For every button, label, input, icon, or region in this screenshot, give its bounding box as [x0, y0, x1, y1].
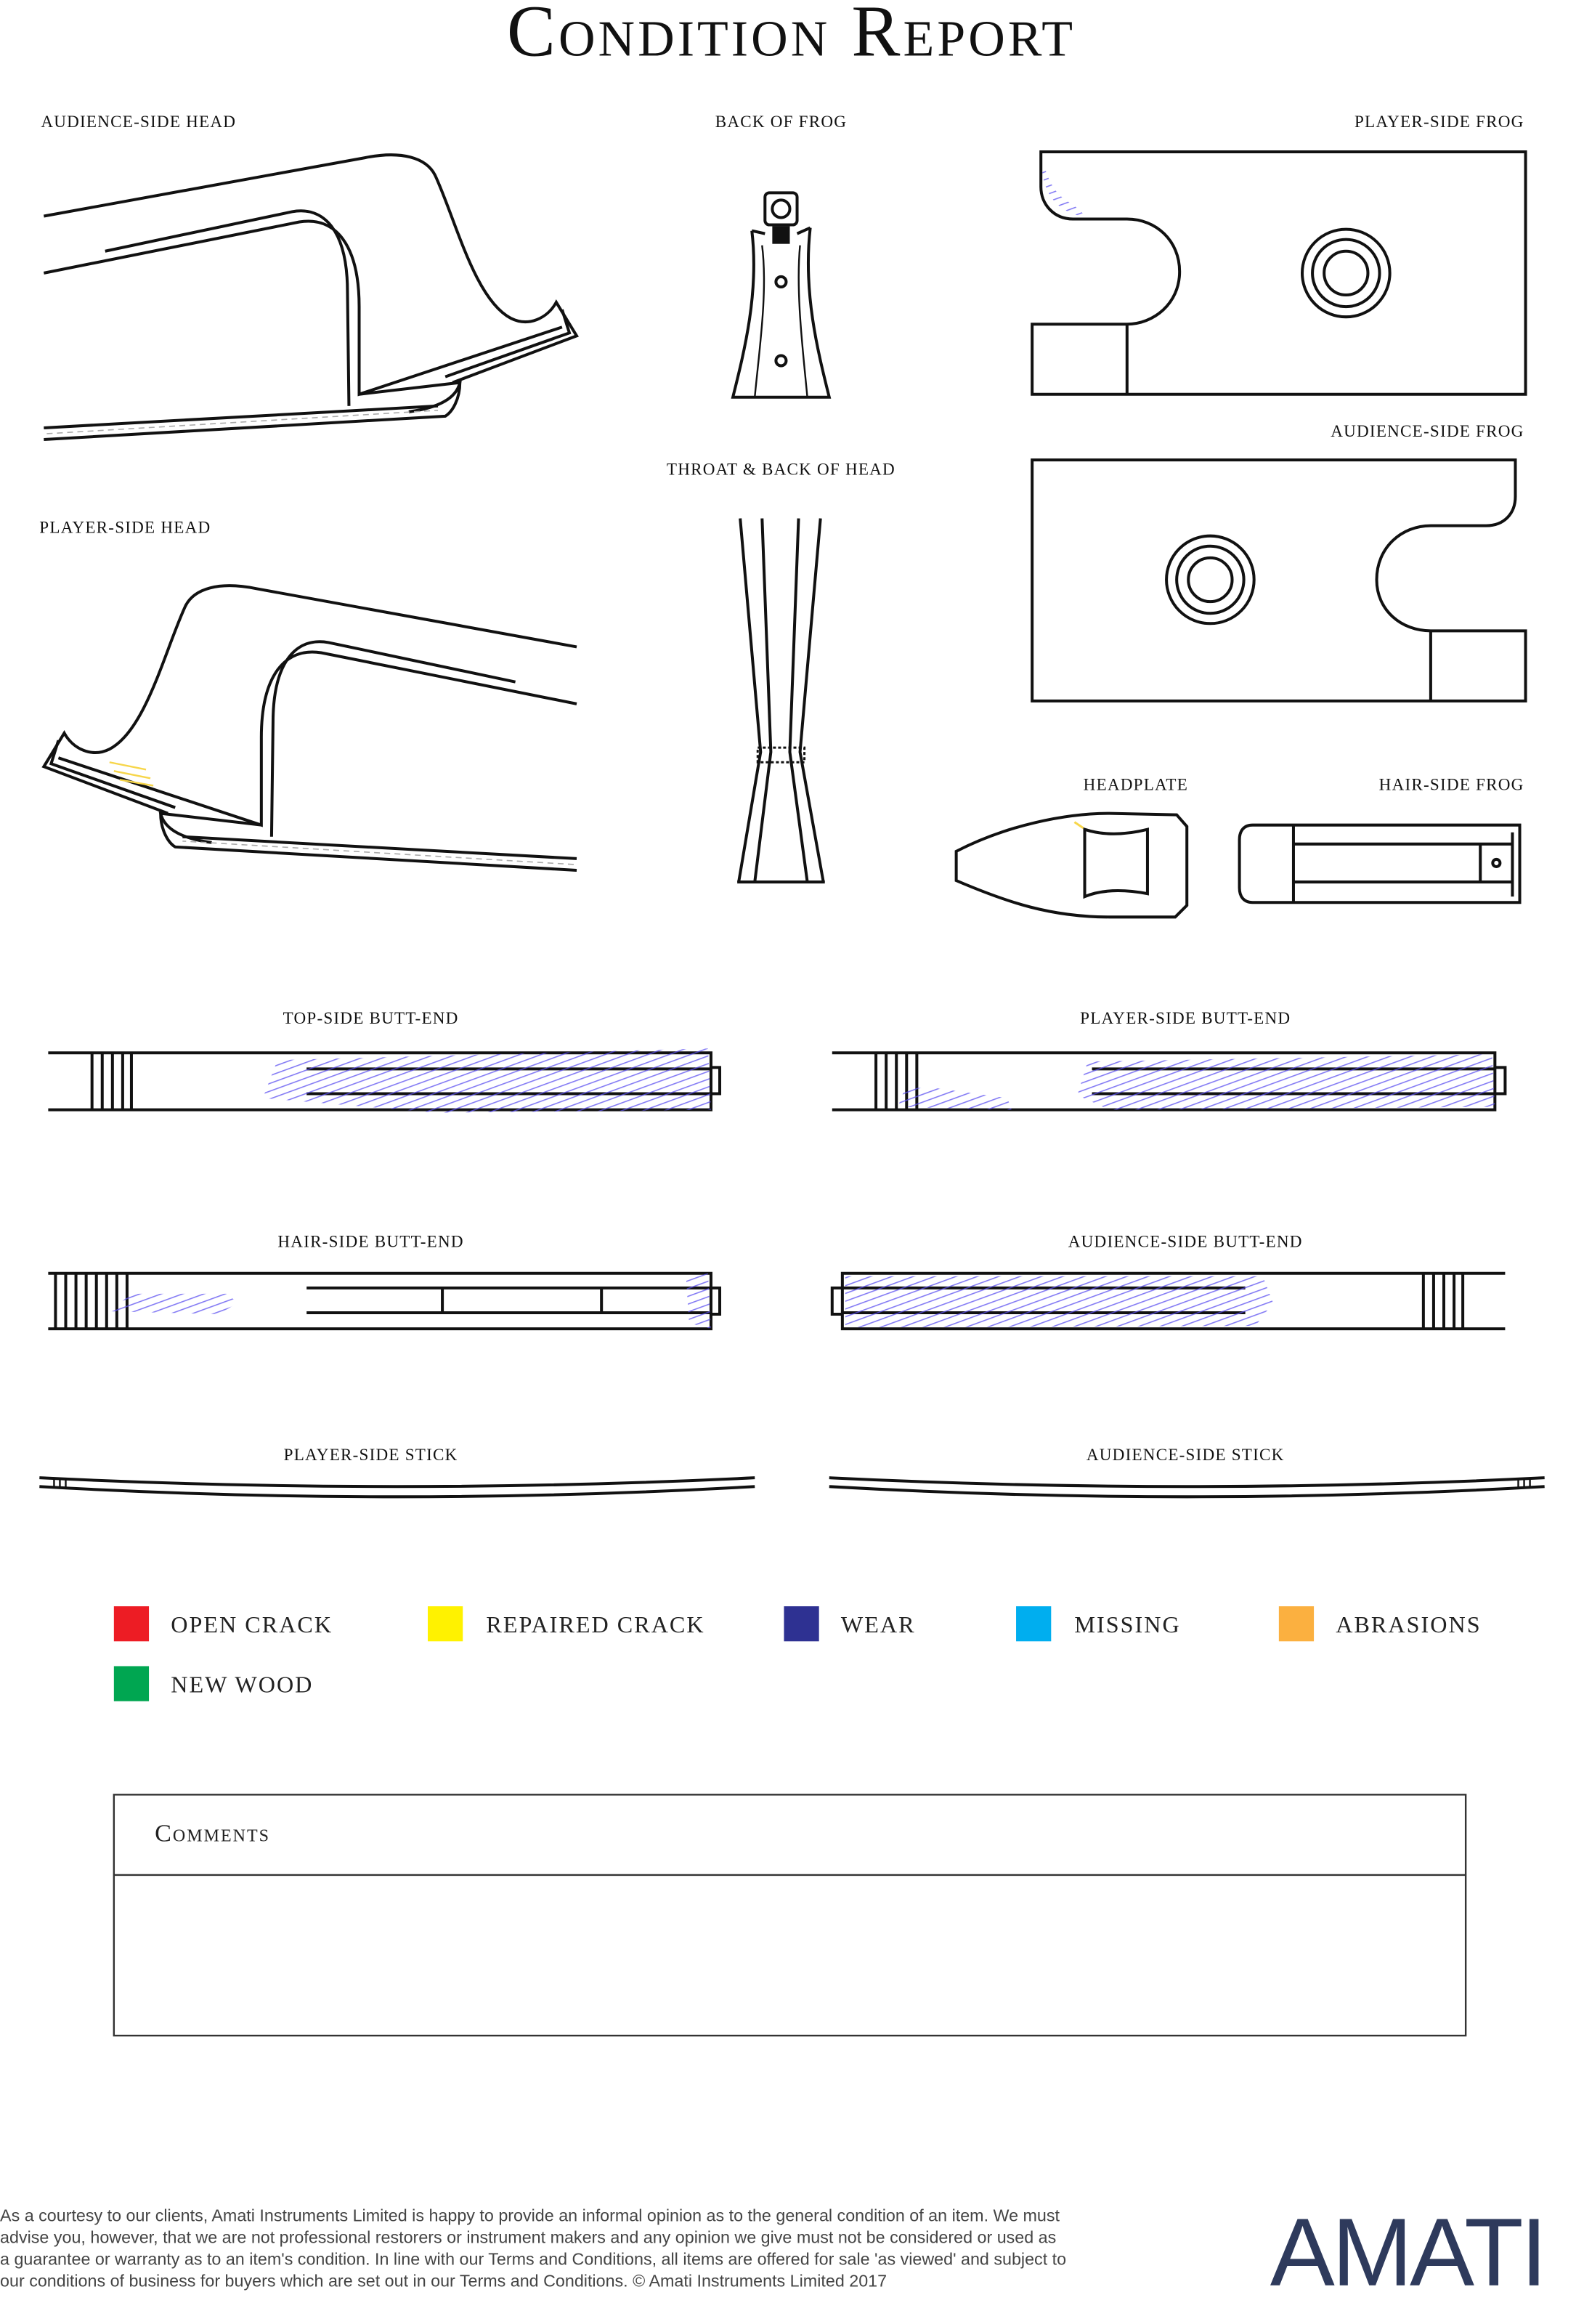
label-back-of-frog: BACK OF FROG: [715, 112, 847, 131]
label-audience-side-butt-end: AUDIENCE-SIDE BUTT-END: [1068, 1232, 1303, 1251]
disclaimer-line: a guarantee or warranty as to an item's …: [0, 2250, 1066, 2269]
disclaimer-line: As a courtesy to our clients, Amati Inst…: [0, 2206, 1060, 2224]
audience-side-stick-diagram: [829, 1478, 1545, 1497]
legend-swatch: [784, 1606, 819, 1642]
top-side-butt-end-diagram: [48, 1048, 722, 1113]
legend-item-abrasions: ABRASIONS: [1278, 1606, 1481, 1642]
label-audience-side-frog: AUDIENCE-SIDE FROG: [1331, 421, 1524, 440]
disclaimer-line: advise you, however, that we are not pro…: [0, 2227, 1056, 2246]
label-player-side-head: PLAYER-SIDE HEAD: [39, 518, 211, 537]
repaired-crack-mark: [109, 761, 154, 787]
hair-side-frog-diagram: [1238, 823, 1522, 904]
throat-back-of-head-diagram: [737, 518, 825, 884]
legend-label: WEAR: [841, 1611, 916, 1637]
player-side-butt-end-diagram: [832, 1051, 1507, 1112]
legend-item-repaired-crack: REPAIRED CRACK: [427, 1606, 704, 1642]
label-headplate: HEADPLATE: [1084, 774, 1188, 793]
player-side-head-diagram: [44, 586, 577, 870]
legend-label: MISSING: [1074, 1611, 1180, 1637]
hair-side-butt-end-diagram: [48, 1271, 722, 1331]
page-title: Condition Report: [507, 0, 1076, 71]
legend-label: NEW WOOD: [171, 1672, 313, 1698]
legend-label: OPEN CRACK: [171, 1611, 333, 1637]
comments-heading: Comments: [155, 1821, 270, 1847]
legend-label: ABRASIONS: [1336, 1611, 1481, 1637]
legend-swatch: [1278, 1606, 1315, 1642]
legend-item-missing: MISSING: [1016, 1606, 1180, 1642]
player-side-frog-diagram: [1031, 150, 1527, 396]
legend-item-open-crack: OPEN CRACK: [113, 1606, 333, 1642]
legend-swatch: [427, 1606, 463, 1642]
label-hair-side-frog: HAIR-SIDE FROG: [1379, 774, 1524, 793]
legend: OPEN CRACK REPAIRED CRACK WEAR MISSING A…: [113, 1606, 1481, 1701]
legend-swatch: [113, 1606, 150, 1642]
label-top-side-butt-end: TOP-SIDE BUTT-END: [283, 1008, 459, 1027]
label-audience-side-head: AUDIENCE-SIDE HEAD: [41, 112, 236, 131]
disclaimer: As a courtesy to our clients, Amati Inst…: [0, 2206, 1066, 2290]
headplate-diagram: [954, 811, 1189, 919]
amati-logo: AMATI: [1270, 2199, 1545, 2307]
label-audience-side-stick: AUDIENCE-SIDE STICK: [1087, 1445, 1285, 1464]
label-player-side-frog: PLAYER-SIDE FROG: [1354, 112, 1524, 131]
legend-item-new-wood: NEW WOOD: [113, 1666, 313, 1701]
legend-swatch: [1016, 1606, 1052, 1642]
back-of-frog-diagram: [731, 191, 832, 399]
label-throat-back-of-head: THROAT & BACK OF HEAD: [667, 459, 895, 478]
label-hair-side-butt-end: HAIR-SIDE BUTT-END: [277, 1232, 463, 1251]
comments-box[interactable]: Comments: [113, 1794, 1467, 2037]
wear-mark: [1042, 169, 1088, 218]
player-side-stick-diagram: [39, 1478, 755, 1497]
audience-side-butt-end-diagram: [830, 1271, 1506, 1331]
audience-side-head-diagram: [44, 155, 577, 440]
legend-swatch: [113, 1666, 150, 1701]
label-player-side-stick: PLAYER-SIDE STICK: [284, 1445, 458, 1464]
legend-item-wear: WEAR: [784, 1606, 916, 1642]
legend-label: REPAIRED CRACK: [486, 1611, 704, 1637]
audience-side-frog-diagram: [1031, 458, 1527, 703]
disclaimer-line: our conditions of business for buyers wh…: [0, 2272, 887, 2291]
label-player-side-butt-end: PLAYER-SIDE BUTT-END: [1080, 1008, 1291, 1027]
